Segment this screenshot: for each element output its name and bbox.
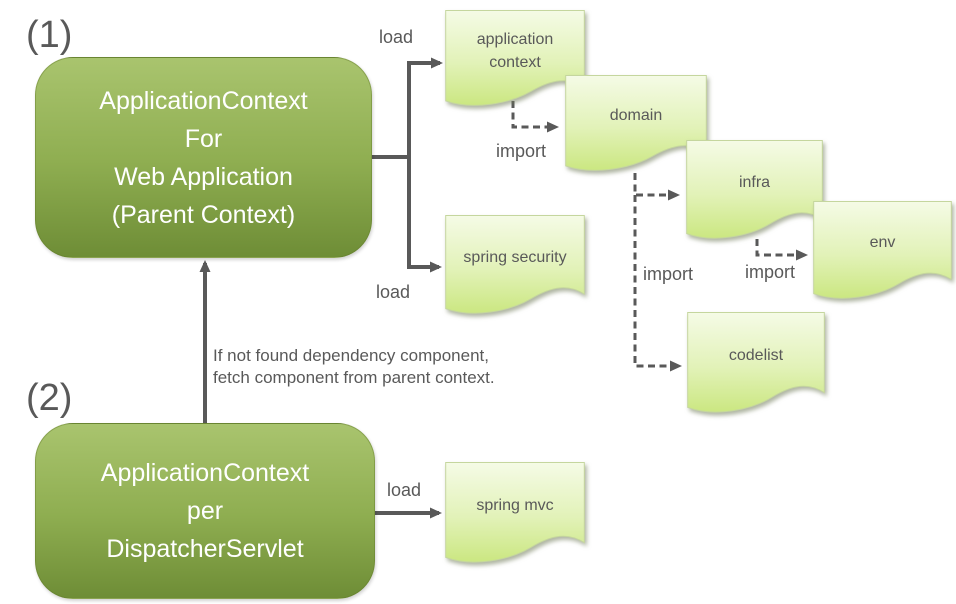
document-env: env — [813, 201, 952, 304]
document-infra: infra — [686, 140, 823, 244]
parent-context-line: (Parent Context) — [111, 200, 296, 229]
document-shape-icon — [687, 312, 825, 418]
document-shape-icon — [445, 462, 585, 568]
document-spring-security: spring security — [445, 215, 585, 319]
document-domain: domain — [565, 75, 707, 176]
label-import-env: import — [745, 262, 796, 282]
label-load-application-context: load — [379, 27, 414, 47]
parent-context-box: ApplicationContext For Web Application (… — [35, 57, 372, 258]
label-load-spring-security: load — [376, 282, 411, 302]
document-label: domain — [609, 107, 663, 124]
parent-context-line: ApplicationContext — [99, 86, 308, 115]
document-application-context: application context — [445, 10, 585, 111]
document-label: spring security — [463, 248, 567, 266]
child-context-line: per — [186, 497, 224, 525]
document-label: env — [869, 234, 896, 251]
arrow-load-spring-security — [407, 157, 442, 273]
arrow-import-infra — [633, 173, 680, 201]
label-load-spring-mvc: load — [387, 480, 422, 500]
document-label: codelist — [728, 346, 784, 364]
child-context-box: ApplicationContext per DispatcherServlet — [35, 423, 375, 599]
child-context-line: DispatcherServlet — [106, 535, 304, 563]
document-label: spring mvc — [476, 496, 554, 514]
parent-context-line: Web Application — [114, 162, 293, 191]
note-text: If not found dependency component, fetch… — [213, 345, 495, 389]
note-line: If not found dependency component, — [213, 346, 489, 365]
parent-context-line: For — [184, 124, 223, 153]
label-import-domain: import — [496, 141, 547, 161]
document-shape-icon — [445, 215, 585, 319]
document-codelist: codelist — [687, 312, 825, 418]
note-line: fetch component from parent context. — [213, 368, 495, 387]
document-shape-icon — [813, 201, 952, 304]
label-import-codelist: import — [643, 264, 694, 284]
document-spring-mvc: spring mvc — [445, 462, 585, 568]
document-label: application context — [476, 30, 554, 71]
arrow-load-application-context — [372, 57, 443, 159]
child-context-number: (2) — [26, 377, 73, 419]
child-context-line: ApplicationContext — [100, 459, 310, 487]
document-label: infra — [738, 173, 771, 191]
parent-context-number: (1) — [26, 14, 73, 56]
